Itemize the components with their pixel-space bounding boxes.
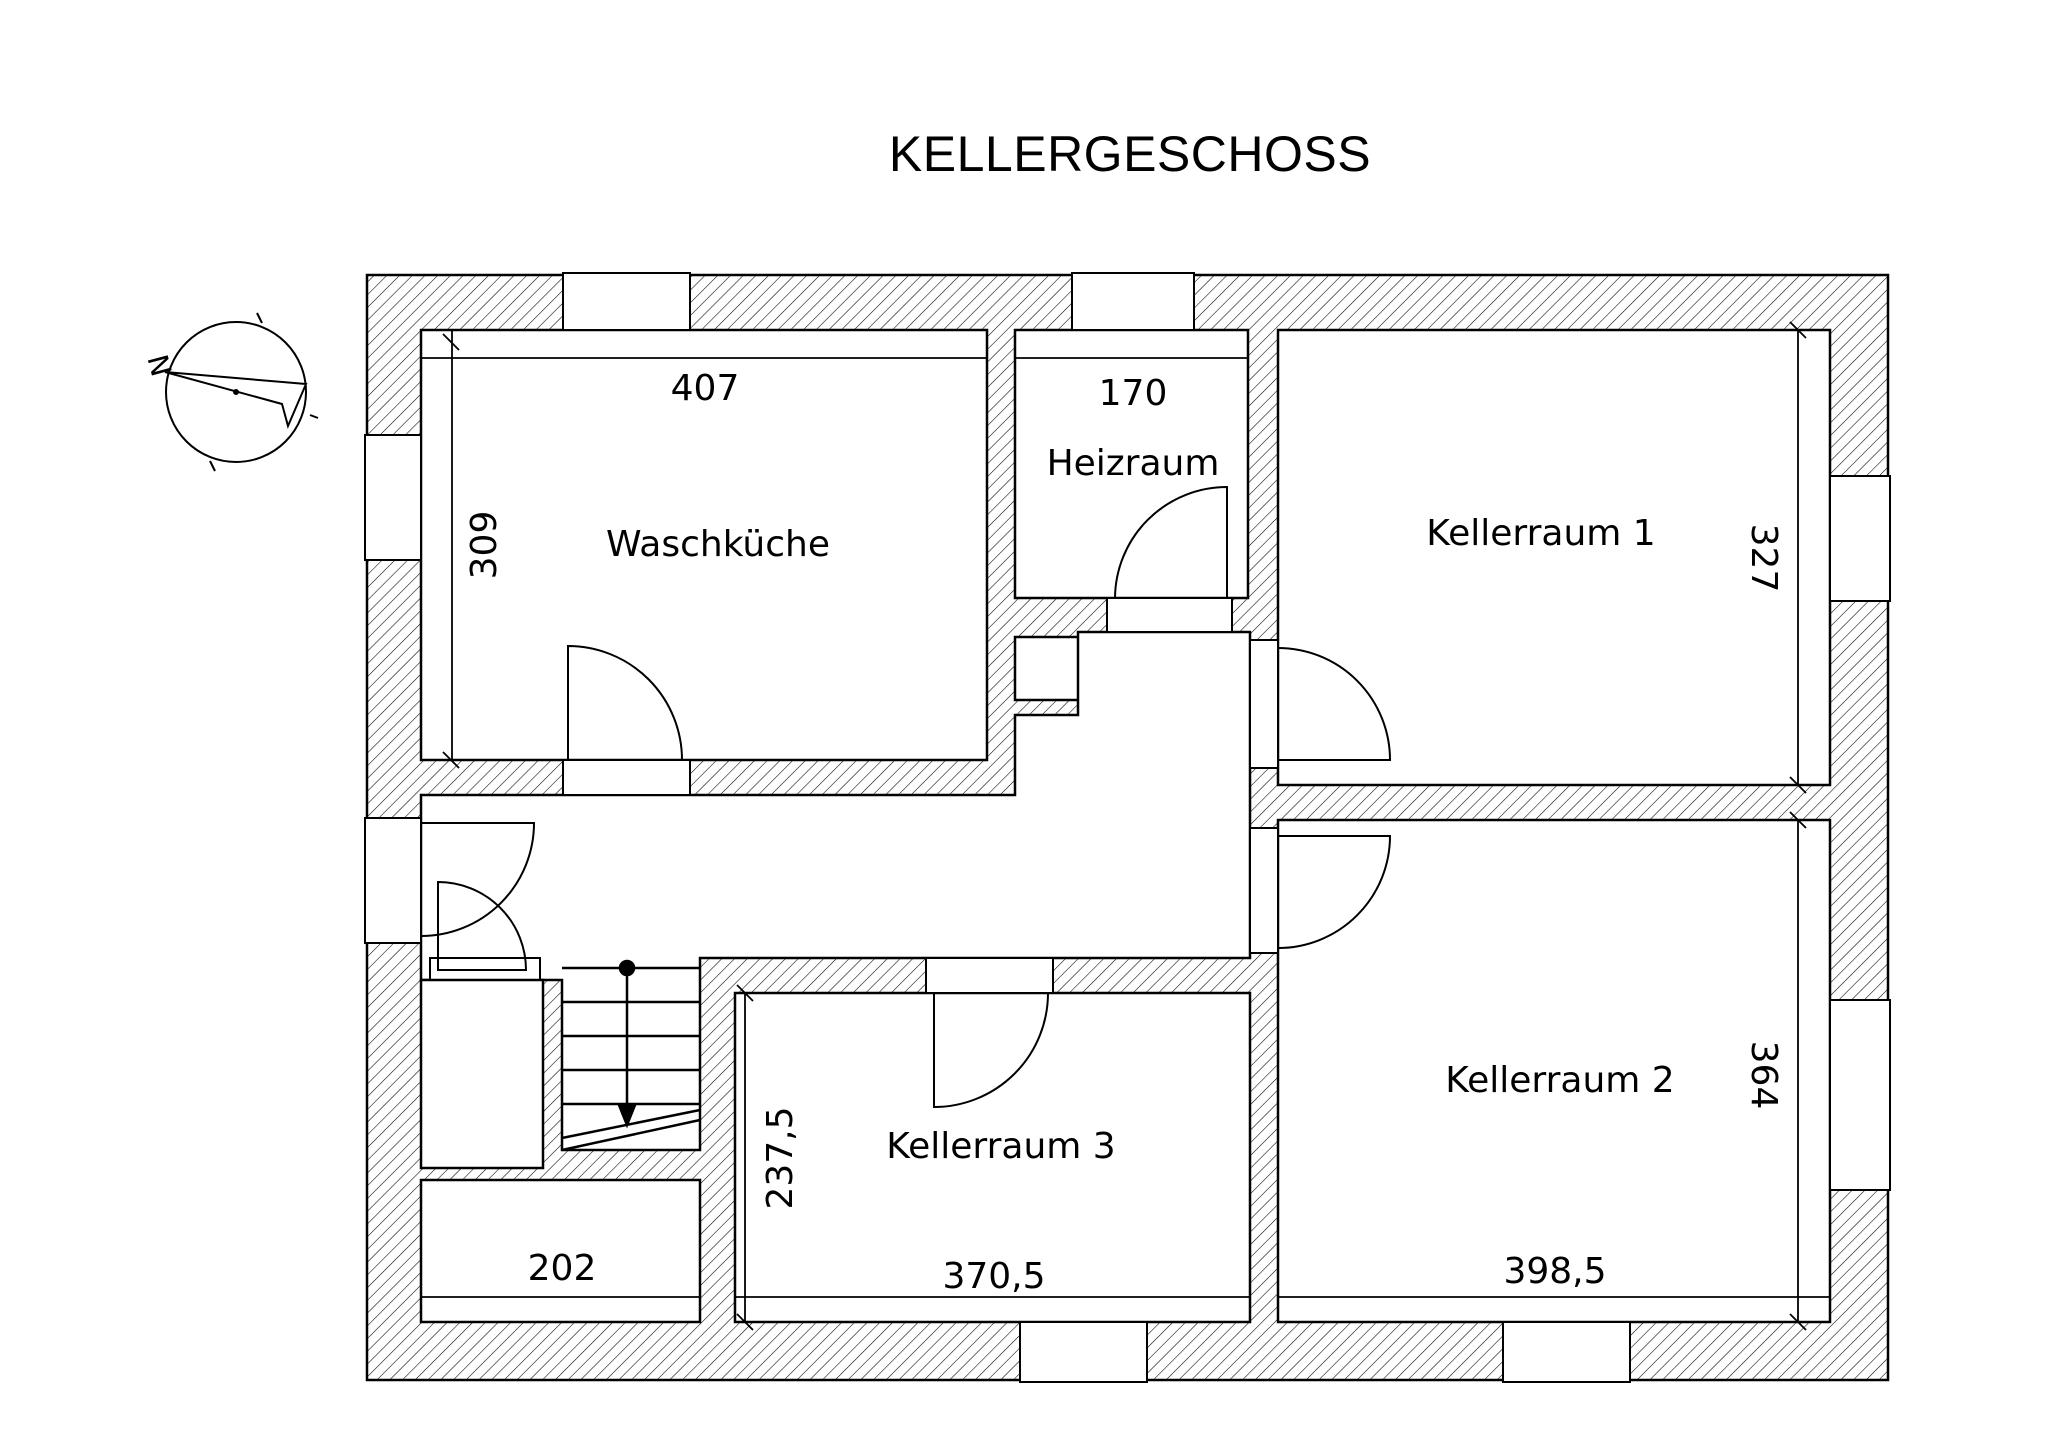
walls [365, 273, 1890, 1382]
dim-waschkueche-width: 407 [671, 368, 740, 409]
door-corridor-bottom [437, 880, 528, 971]
room-label-kellerraum1: Kellerraum 1 [1426, 513, 1655, 554]
door-kellerraum2 [1277, 835, 1392, 949]
room-label-kellerraum3: Kellerraum 3 [886, 1126, 1115, 1167]
staircase [419, 959, 701, 1170]
dim-kellerraum2-width: 398,5 [1503, 1251, 1606, 1292]
north-label: N [141, 351, 178, 380]
room-label-heizraum: Heizraum [1047, 443, 1220, 484]
compass: N [141, 312, 319, 472]
dim-kellerraum2-depth: 364 [1743, 1041, 1784, 1110]
door-kellerraum1 [1277, 647, 1392, 761]
dim-heizraum-width: 170 [1099, 373, 1168, 414]
dim-kellerraum3-depth: 237,5 [760, 1106, 801, 1209]
dim-kellerraum3-width: 370,5 [942, 1256, 1045, 1297]
door-swings [420, 485, 1392, 1109]
dimension-lines [421, 321, 1830, 1331]
door-heizraum [1114, 485, 1228, 599]
dim-stair-area-width: 202 [528, 1248, 597, 1289]
dim-waschkueche-depth: 309 [464, 511, 505, 580]
door-corridor-top [420, 822, 536, 937]
door-waschkueche [567, 644, 683, 761]
room-label-kellerraum2: Kellerraum 2 [1445, 1060, 1674, 1101]
dim-kellerraum1-depth: 327 [1743, 524, 1784, 593]
wall-openings [364, 272, 1891, 1383]
door-kellerraum3 [933, 992, 1049, 1109]
room-label-waschkueche: Waschküche [606, 524, 830, 565]
plan-title: KELLERGESCHOSS [888, 126, 1372, 182]
